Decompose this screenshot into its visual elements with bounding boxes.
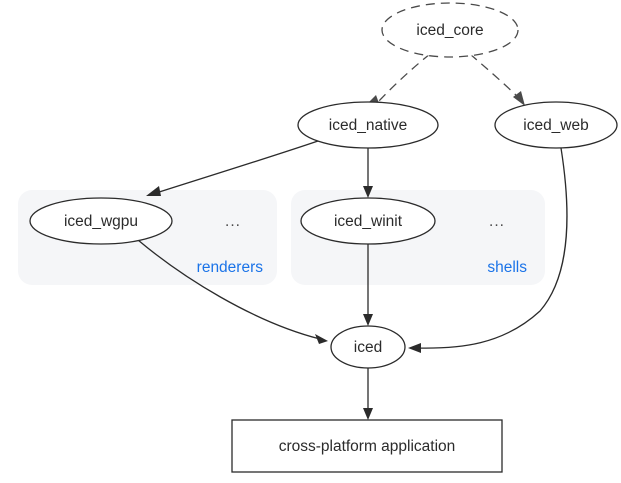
edge-winit-to-iced — [363, 244, 373, 326]
edge-web-to-iced-line — [415, 147, 568, 349]
node-iced-web-label: iced_web — [523, 117, 589, 134]
edge-iced-to-app-arrow — [363, 408, 373, 420]
edge-core-to-web — [469, 53, 525, 106]
edge-native-to-winit-arrow — [363, 186, 373, 198]
edge-core-to-native-line — [378, 53, 431, 102]
node-iced-web[interactable]: iced_web — [494, 101, 618, 149]
node-iced-wgpu-label: iced_wgpu — [64, 213, 138, 230]
node-iced-wgpu[interactable]: iced_wgpu — [29, 197, 173, 245]
edge-winit-to-iced-arrow — [363, 314, 373, 326]
edge-native-to-wgpu-line — [152, 140, 319, 195]
node-iced-label: iced — [354, 339, 382, 356]
edge-core-to-native — [368, 53, 431, 106]
cluster-renderers-ellipsis: ... — [225, 213, 241, 230]
node-iced-winit-shape[interactable] — [300, 197, 436, 245]
edge-wgpu-to-iced-line — [137, 239, 321, 340]
node-iced-web-shape[interactable] — [494, 101, 618, 149]
node-cross-platform-application-shape[interactable] — [231, 419, 503, 473]
edge-iced-to-app — [363, 368, 373, 420]
cluster-shells-label: shells — [487, 259, 527, 276]
node-iced-winit[interactable]: iced_winit — [300, 197, 436, 245]
edge-native-to-wgpu-arrow — [146, 186, 161, 196]
node-iced-winit-label: iced_winit — [334, 213, 403, 230]
node-iced-shape[interactable] — [330, 325, 406, 369]
node-iced-core-shape[interactable] — [381, 2, 519, 58]
node-iced-core[interactable]: iced_core — [381, 2, 519, 58]
node-iced-wgpu-shape[interactable] — [29, 197, 173, 245]
edge-wgpu-to-iced — [137, 239, 328, 344]
node-iced-core-label: iced_core — [416, 22, 483, 39]
edge-native-to-winit — [363, 148, 373, 198]
edge-core-to-web-arrow — [513, 91, 525, 106]
node-iced-native-label: iced_native — [329, 117, 407, 134]
cluster-renderers-label: renderers — [197, 259, 264, 276]
node-iced[interactable]: iced — [330, 325, 406, 369]
edge-native-to-wgpu — [146, 140, 319, 196]
edge-web-to-iced-arrow — [408, 343, 421, 353]
edge-core-to-web-line — [469, 53, 523, 102]
node-iced-native[interactable]: iced_native — [297, 101, 439, 149]
node-cross-platform-application[interactable]: cross-platform application — [231, 419, 503, 473]
node-cross-platform-application-label: cross-platform application — [279, 438, 456, 455]
edge-wgpu-to-iced-arrow — [315, 334, 328, 344]
edge-web-to-iced — [408, 147, 568, 353]
node-iced-native-shape[interactable] — [297, 101, 439, 149]
cluster-shells-ellipsis: ... — [489, 213, 505, 230]
